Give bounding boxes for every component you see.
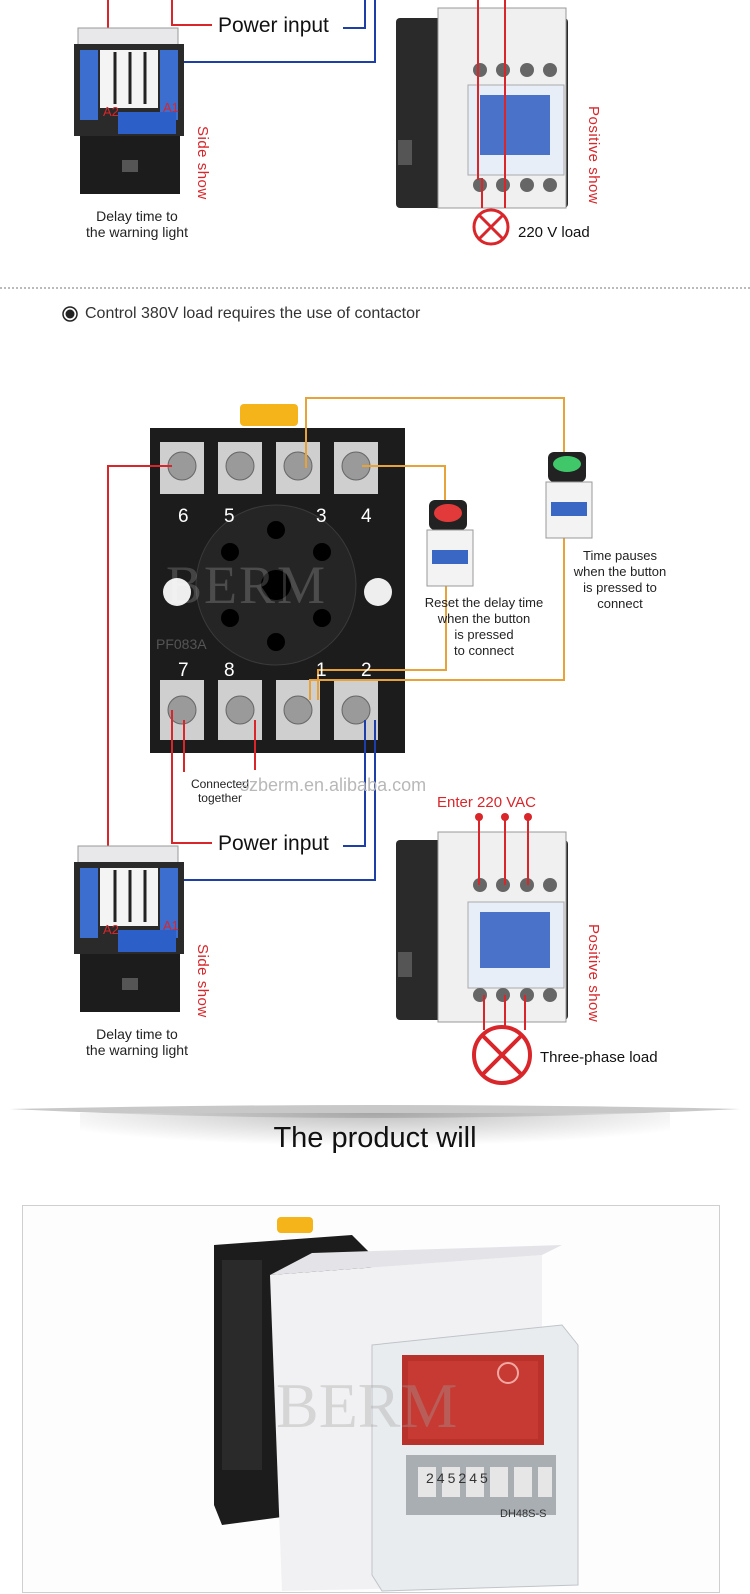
section-heading: Control 380V load requires the use of co… [85, 305, 421, 322]
red-wire [477, 0, 506, 180]
terminal-7: 7 [178, 660, 189, 681]
product-photo: BERM [214, 1217, 579, 1592]
a1-label: A1 [163, 100, 179, 115]
relay-socket [150, 404, 405, 753]
divider [0, 287, 750, 289]
a2-label: A2 [103, 922, 119, 937]
contactor [396, 831, 568, 1023]
warning-light-relay [74, 845, 184, 1012]
blue-wire [343, 0, 366, 29]
load-label: Three-phase load [540, 1049, 658, 1066]
terminal-3: 3 [316, 506, 327, 527]
red-wire [183, 720, 256, 772]
terminal-2: 2 [361, 660, 372, 681]
red-wire [171, 710, 212, 844]
phase-terminal [501, 813, 509, 821]
reset-button [426, 500, 474, 587]
positive-show-label: Positive show [585, 106, 602, 205]
phase-terminal [475, 813, 483, 821]
a1-label: A1 [163, 918, 179, 933]
bullet-icon [62, 306, 78, 322]
terminal-1: 1 [316, 660, 327, 681]
banner-title: The product will [273, 1122, 477, 1154]
banner-shadow [10, 1105, 740, 1168]
side-show-label: Side show [194, 944, 211, 1018]
power-input-label: Power input [218, 832, 329, 855]
red-wire [483, 995, 526, 1030]
load-symbol [472, 208, 510, 246]
red-wire [478, 817, 529, 885]
svg-text:BERM: BERM [276, 1370, 457, 1441]
orange-wire [317, 585, 447, 700]
blue-wire [343, 720, 366, 847]
load-symbol [472, 1025, 532, 1085]
orange-wire [305, 397, 565, 700]
socket-model: PF083A [156, 636, 207, 652]
terminal-4: 4 [361, 506, 372, 527]
product-model-label: DH48S-S [500, 1508, 547, 1520]
orange-wire [362, 465, 446, 507]
positive-show-label: Positive show [585, 924, 602, 1023]
blue-wire [174, 0, 376, 78]
power-input-label: Power input [218, 14, 329, 37]
terminal-5: 5 [224, 506, 235, 527]
red-wire [481, 178, 506, 208]
red-wire [171, 0, 212, 26]
a2-label: A2 [103, 104, 119, 119]
terminal-6: 6 [178, 506, 189, 527]
terminal-8: 8 [224, 660, 235, 681]
brand-watermark: BERM [166, 555, 328, 615]
warning-light-relay [74, 27, 184, 194]
top-diagram [74, 0, 568, 246]
main-diagram [74, 397, 593, 1085]
pause-button [545, 452, 593, 539]
phase-terminal [524, 813, 532, 821]
enter-vac-label: Enter 220 VAC [437, 794, 536, 811]
red-wire [107, 465, 172, 850]
side-show-label: Side show [194, 126, 211, 200]
display-digits: 245245 [426, 1470, 491, 1486]
load-label: 220 V load [518, 224, 590, 241]
website-watermark: szberm.en.alibaba.com [240, 775, 427, 795]
contactor [396, 7, 568, 209]
